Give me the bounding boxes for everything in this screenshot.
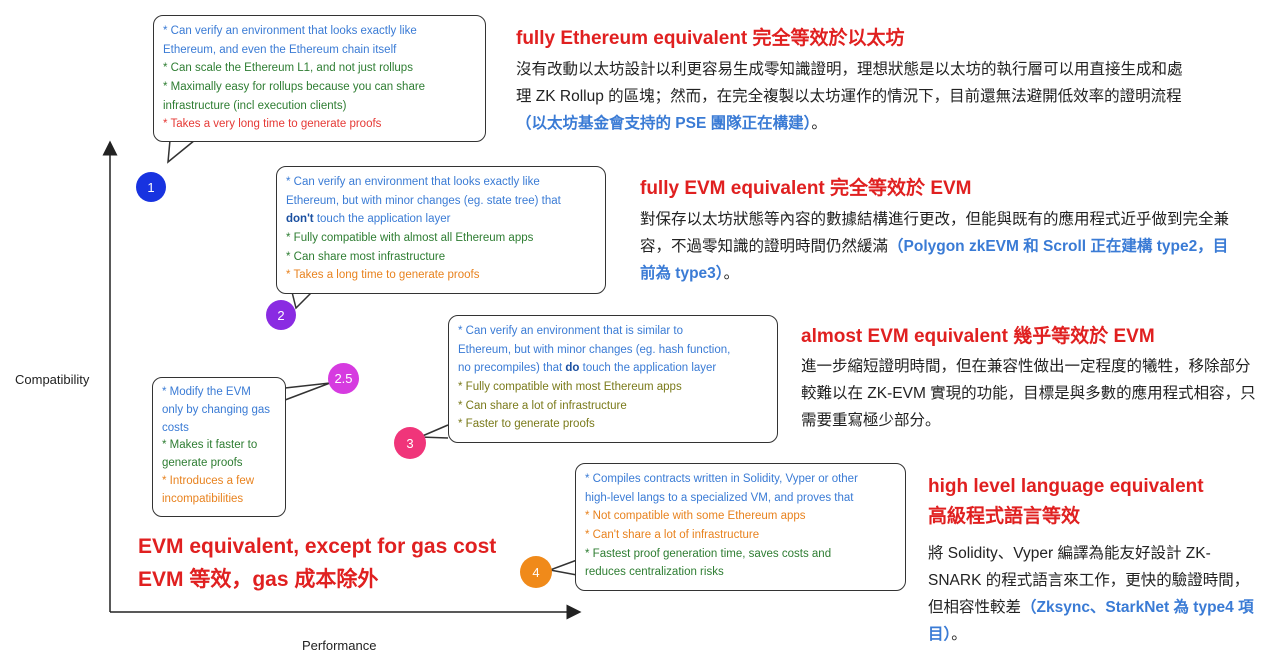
type1-marker: 1 bbox=[136, 172, 166, 202]
type3-title: almost EVM equivalent 幾乎等效於 EVM bbox=[801, 326, 1155, 347]
type4-bubble: * Compiles contracts written in Solidity… bbox=[575, 463, 906, 591]
type2-line-3: don't touch the application layer bbox=[286, 210, 596, 229]
type4-line-4: * Can't share a lot of infrastructure bbox=[585, 528, 760, 541]
type2-desc-tail: 。 bbox=[723, 265, 740, 283]
bubble-1-tail bbox=[167, 139, 196, 164]
type3-desc-text: 進一步縮短證明時間，但在兼容性做出一定程度的犧牲，移除部分較難以在 ZK-EVM… bbox=[801, 358, 1256, 430]
type3-line-5: * Can share a lot of infrastructure bbox=[458, 399, 627, 412]
bubble-2-tail bbox=[291, 291, 313, 310]
type4-title: high level language equivalent 高級程式語言等效 bbox=[928, 472, 1204, 533]
type1-line-1: * Can verify an environment that looks e… bbox=[163, 25, 417, 37]
type4-desc-text: 將 Solidity、Vyper 編譯為能友好設計 ZK-SNARK 的程式語言… bbox=[928, 545, 1250, 617]
type4-line-1: * Compiles contracts written in Solidity… bbox=[585, 473, 858, 485]
type25-title-line-2: EVM 等效，gas 成本除外 bbox=[138, 567, 379, 591]
type2-line-1: * Can verify an environment that looks e… bbox=[286, 176, 540, 188]
type3-line-3-text: no precompiles) that bbox=[458, 362, 566, 375]
type2-line-3-after: touch the application layer bbox=[313, 213, 451, 226]
type2-line-5: * Can share most infrastructure bbox=[286, 250, 446, 263]
type4-line-6: reduces centralization risks bbox=[585, 566, 724, 579]
type2-title: fully EVM equivalent 完全等效於 EVM bbox=[640, 178, 972, 199]
type1-desc-text: 沒有改動以太坊設計以利更容易生成零知識證明，理想狀態是以太坊的執行層可以用直接生… bbox=[516, 61, 1183, 106]
type25-title-line-1: EVM equivalent, except for gas cost bbox=[138, 535, 497, 558]
type3-line-2: Ethereum, but with minor changes (eg. ha… bbox=[458, 343, 731, 356]
type2-line-2: Ethereum, but with minor changes (eg. st… bbox=[286, 194, 561, 207]
type2-desc-highlight: （Polygon zkEVM 和 Scroll 正在建構 type2，目前為 t… bbox=[640, 238, 1229, 283]
type25-line-7: incompatibilities bbox=[162, 492, 244, 505]
type3-description: 進一步縮短證明時間，但在兼容性做出一定程度的犧牲，移除部分較難以在 ZK-EVM… bbox=[801, 353, 1256, 434]
type25-line-5: generate proofs bbox=[162, 457, 243, 470]
type2-line-4: * Fully compatible with almost all Ether… bbox=[286, 231, 534, 244]
type3-line-6: * Faster to generate proofs bbox=[458, 418, 595, 431]
type4-line-3: * Not compatible with some Ethereum apps bbox=[585, 510, 806, 523]
type4-line-5: * Fastest proof generation time, saves c… bbox=[585, 547, 832, 560]
type4-title-line-2: 高級程式語言等效 bbox=[928, 506, 1081, 528]
type1-line-2: Ethereum, and even the Ethereum chain it… bbox=[163, 43, 397, 56]
type1-title: fully Ethereum equivalent 完全等效於以太坊 bbox=[516, 28, 905, 49]
type25-line-3: costs bbox=[162, 421, 189, 434]
type1-line-5: infrastructure (incl execution clients) bbox=[163, 99, 347, 112]
type3-bubble: * Can verify an environment that is simi… bbox=[448, 315, 778, 443]
type1-line-6: * Takes a very long time to generate pro… bbox=[163, 118, 382, 131]
type4-marker: 4 bbox=[520, 556, 552, 588]
type4-desc-highlight: （Zksync、StarkNet 為 type4 項目） bbox=[928, 599, 1254, 644]
type3-line-4: * Fully compatible with most Ethereum ap… bbox=[458, 380, 682, 393]
type4-title-line-1: high level language equivalent bbox=[928, 476, 1204, 497]
y-axis-label: Compatibility bbox=[15, 372, 90, 387]
type1-description: 沒有改動以太坊設計以利更容易生成零知識證明，理想狀態是以太坊的執行層可以用直接生… bbox=[516, 56, 1196, 137]
bubble-25-tail bbox=[284, 382, 331, 401]
type2-line-6: * Takes a long time to generate proofs bbox=[286, 269, 480, 282]
type1-desc-highlight: （以太坊基金會支持的 PSE 團隊正在構建） bbox=[516, 115, 812, 133]
type25-line-2: only by changing gas bbox=[162, 403, 271, 416]
type25-marker: 2.5 bbox=[328, 363, 359, 394]
type1-desc-tail: 。 bbox=[811, 115, 827, 133]
type25-line-6: * Introduces a few bbox=[162, 475, 255, 488]
type3-line-1: * Can verify an environment that is simi… bbox=[458, 325, 683, 337]
type2-description: 對保存以太坊狀態等內容的數據結構進行更改，但能與既有的應用程式近乎做到完全兼容，… bbox=[640, 206, 1240, 287]
type25-bubble: * Modify the EVM only by changing gas co… bbox=[152, 377, 286, 517]
type3-line-3: no precompiles) that do touch the applic… bbox=[458, 359, 768, 378]
type25-line-4: * Makes it faster to bbox=[162, 439, 258, 452]
type25-title: EVM equivalent, except for gas cost EVM … bbox=[138, 531, 496, 596]
type2-marker: 2 bbox=[266, 300, 296, 330]
type4-desc-tail: 。 bbox=[951, 626, 967, 644]
type2-desc-text: 對保存以太坊狀態等內容的數據結構進行更改，但能與既有的應用程式近乎做到完全兼容，… bbox=[640, 211, 1230, 256]
type1-line-4: * Maximally easy for rollups because you… bbox=[163, 80, 426, 93]
bubble-4-tail bbox=[547, 559, 578, 576]
type4-line-2: high-level langs to a specialized VM, an… bbox=[585, 491, 854, 504]
type4-description: 將 Solidity、Vyper 編譯為能友好設計 ZK-SNARK 的程式語言… bbox=[928, 540, 1258, 649]
type2-bubble: * Can verify an environment that looks e… bbox=[276, 166, 606, 294]
type3-marker: 3 bbox=[394, 427, 426, 459]
type3-line-3-bold: do bbox=[565, 362, 580, 375]
type25-line-1: * Modify the EVM bbox=[162, 386, 251, 398]
type1-bubble: * Can verify an environment that looks e… bbox=[153, 15, 486, 142]
type1-line-3: * Can scale the Ethereum L1, and not jus… bbox=[163, 62, 413, 75]
type2-line-3-bold: don't bbox=[286, 213, 314, 226]
x-axis-label: Performance bbox=[302, 638, 377, 653]
type3-line-3-after: touch the application layer bbox=[579, 362, 717, 375]
